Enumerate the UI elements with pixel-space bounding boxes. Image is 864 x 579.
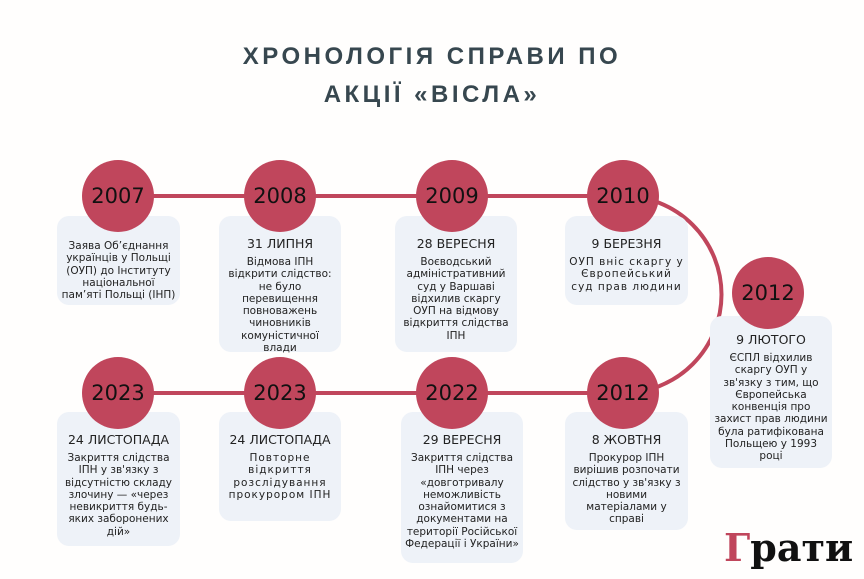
event-card: 9 ЛЮТОГО ЄСПЛ відхилив скаргу ОУП у зв'я… [710, 316, 832, 468]
year-circle: 2009 [416, 160, 488, 232]
event-text: ОУП вніс скаргу у Європейський суд прав … [569, 256, 684, 293]
event-card: 24 ЛИСТОПАДА Повторне відкриття розсліду… [219, 412, 341, 521]
year-circle: 2007 [82, 160, 154, 232]
event-text: Прокурор ІПН вирішив розпочати слідство … [572, 452, 681, 526]
page-title: ХРОНОЛОГІЯ СПРАВИ ПО АКЦІЇ «ВІСЛА» [0, 38, 864, 114]
event-text: Відмова ІПН відкрити слідство: не було п… [228, 256, 332, 355]
title-line: АКЦІЇ «ВІСЛА» [323, 81, 541, 108]
event-text: Воєводський адміністративний суд у Варша… [403, 256, 509, 342]
year-circle: 2023 [82, 357, 154, 429]
event-date: 28 ВЕРЕСНЯ [416, 236, 496, 251]
event-card: Заява Об’єднання українців у Польщі (ОУП… [57, 216, 180, 305]
grati-logo: Грати [724, 525, 853, 570]
event-card: 31 ЛИПНЯ Відмова ІПН відкрити слідство: … [219, 216, 341, 355]
event-date: 9 ЛЮТОГО [736, 332, 806, 347]
event-date: 24 ЛИСТОПАДА [229, 432, 331, 447]
event-card: 9 БЕРЕЗНЯ ОУП вніс скаргу у Європейський… [565, 216, 688, 305]
year-circle: 2012 [732, 257, 804, 329]
year-circle: 2008 [244, 160, 316, 232]
logo-letter: Г [724, 525, 751, 570]
event-card: 8 ЖОВТНЯ Прокурор ІПН вирішив розпочати … [565, 412, 688, 530]
year-circle: 2010 [587, 160, 659, 232]
event-card: 28 ВЕРЕСНЯ Воєводський адміністративний … [395, 216, 517, 352]
event-text: Повторне відкриття розслідування прокуро… [228, 452, 332, 501]
year-circle: 2022 [416, 357, 488, 429]
event-card: 29 ВЕРЕСНЯ Закриття слідства ІПН через «… [401, 412, 523, 563]
event-text: Закриття слідства ІПН у зв'язку з відсут… [64, 452, 173, 538]
event-text: Закриття слідства ІПН через «довготривал… [405, 452, 519, 551]
logo-text: рати [750, 525, 854, 570]
event-date: 8 ЖОВТНЯ [591, 432, 662, 447]
event-text: Заява Об’єднання українців у Польщі (ОУП… [61, 240, 176, 302]
event-text: ЄСПЛ відхилив скаргу ОУП у зв'язку з тим… [714, 352, 828, 463]
event-date: 29 ВЕРЕСНЯ [422, 432, 502, 447]
year-circle: 2012 [587, 357, 659, 429]
year-circle: 2023 [244, 357, 316, 429]
event-date: 24 ЛИСТОПАДА [67, 432, 170, 447]
event-date: 31 ЛИПНЯ [246, 236, 314, 251]
title-line: ХРОНОЛОГІЯ СПРАВИ ПО [242, 43, 622, 70]
event-card: 24 ЛИСТОПАДА Закриття слідства ІПН у зв'… [57, 412, 180, 546]
event-date: 9 БЕРЕЗНЯ [591, 236, 662, 251]
